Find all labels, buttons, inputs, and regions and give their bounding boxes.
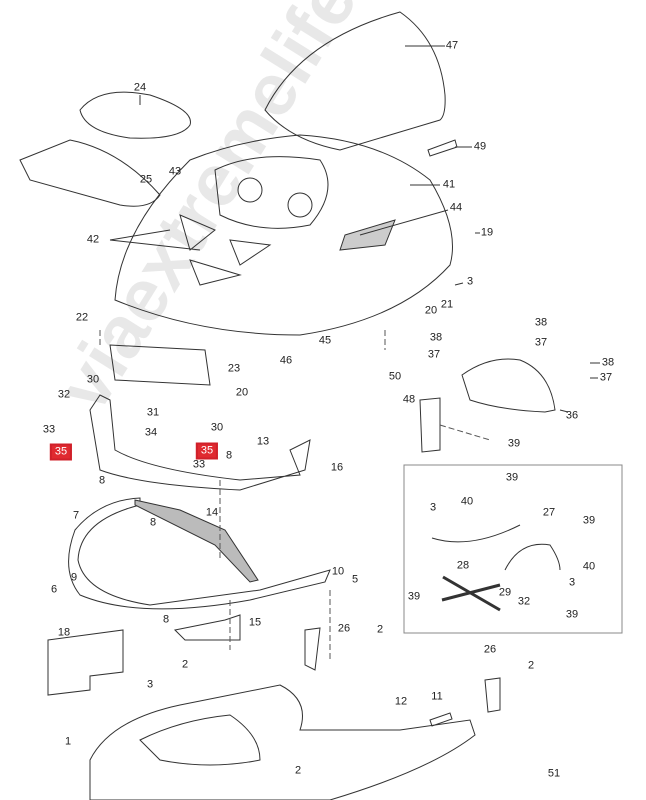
callout-38: 38 [534, 316, 548, 329]
part-bumper-7 [68, 497, 331, 610]
callout-3: 3 [466, 275, 474, 288]
part-49 [427, 139, 458, 157]
callout-35-highlighted[interactable]: 35 [195, 442, 219, 460]
callout-49: 49 [473, 140, 487, 153]
part-pad-24 [79, 91, 191, 139]
callout-37: 37 [599, 371, 613, 384]
callout-27: 27 [542, 506, 556, 519]
callout-38: 38 [601, 356, 615, 369]
callout-45: 45 [318, 334, 332, 347]
callout-33: 33 [192, 458, 206, 471]
callout-30: 30 [86, 373, 100, 386]
part-plate-18 [47, 629, 124, 696]
callout-37: 37 [427, 348, 441, 361]
callout-26: 26 [483, 643, 497, 656]
callout-20: 20 [424, 304, 438, 317]
callout-8: 8 [162, 613, 170, 626]
part-windshield [264, 11, 446, 151]
callout-30: 30 [210, 421, 224, 434]
callout-23: 23 [227, 362, 241, 375]
callout-5: 5 [351, 573, 359, 586]
callout-48: 48 [402, 393, 416, 406]
callout-16: 16 [330, 461, 344, 474]
callout-39: 39 [505, 471, 519, 484]
callout-32: 32 [517, 595, 531, 608]
callout-31: 31 [146, 406, 160, 419]
part-26b [484, 677, 501, 713]
callout-43: 43 [168, 165, 182, 178]
callout-21: 21 [440, 298, 454, 311]
callout-8: 8 [225, 449, 233, 462]
callout-11: 11 [431, 690, 443, 703]
callout-44: 44 [449, 201, 463, 214]
callout-42: 42 [86, 233, 100, 246]
callout-2: 2 [181, 658, 189, 671]
part-front-frame [89, 394, 311, 491]
callout-40: 40 [460, 495, 474, 508]
callout-20: 20 [235, 386, 249, 399]
callout-3: 3 [568, 576, 576, 589]
callout-39: 39 [407, 590, 421, 603]
callout-1: 1 [64, 735, 72, 748]
part-side-panel-36 [461, 358, 556, 413]
part-bracket-23 [109, 344, 211, 386]
callout-36: 36 [565, 409, 579, 422]
callout-3: 3 [146, 678, 154, 691]
callout-18: 18 [57, 626, 71, 639]
part-26a [304, 627, 321, 671]
part-48 [419, 397, 441, 453]
callout-12: 12 [394, 695, 408, 708]
callout-38: 38 [429, 331, 443, 344]
callout-51: 51 [547, 767, 561, 780]
callout-7: 7 [72, 509, 80, 522]
callout-47: 47 [445, 39, 459, 52]
callout-22: 22 [75, 311, 89, 324]
callout-39: 39 [582, 514, 596, 527]
callout-2: 2 [527, 659, 535, 672]
callout-28: 28 [456, 559, 470, 572]
callout-14: 14 [205, 506, 219, 519]
callout-25: 25 [139, 173, 153, 186]
callout-50: 50 [388, 370, 402, 383]
callout-10: 10 [331, 565, 345, 578]
callout-34: 34 [144, 426, 158, 439]
callout-3: 3 [429, 501, 437, 514]
part-15 [173, 614, 241, 641]
callout-35-highlighted[interactable]: 35 [49, 443, 73, 461]
part-11 [429, 712, 453, 727]
callout-24: 24 [133, 81, 147, 94]
callout-19: 19 [480, 226, 494, 239]
part-belly-pan [89, 684, 476, 800]
callout-2: 2 [376, 623, 384, 636]
callout-37: 37 [534, 336, 548, 349]
callout-33: 33 [42, 423, 56, 436]
part-pad-25 [19, 139, 161, 207]
callout-39: 39 [507, 437, 521, 450]
callout-29: 29 [498, 586, 512, 599]
callout-8: 8 [98, 474, 106, 487]
callout-40: 40 [582, 560, 596, 573]
callout-6: 6 [50, 583, 58, 596]
callout-41: 41 [442, 178, 456, 191]
callout-26: 26 [337, 622, 351, 635]
callout-9: 9 [70, 571, 78, 584]
callout-8: 8 [149, 516, 157, 529]
callout-32: 32 [57, 388, 71, 401]
callout-2: 2 [294, 764, 302, 777]
part-skid-14 [134, 499, 259, 583]
detail-inset-box [403, 464, 623, 634]
callout-15: 15 [248, 616, 262, 629]
callout-46: 46 [279, 354, 293, 367]
callout-13: 13 [256, 435, 270, 448]
part-hood [114, 134, 453, 336]
callout-39: 39 [565, 608, 579, 621]
